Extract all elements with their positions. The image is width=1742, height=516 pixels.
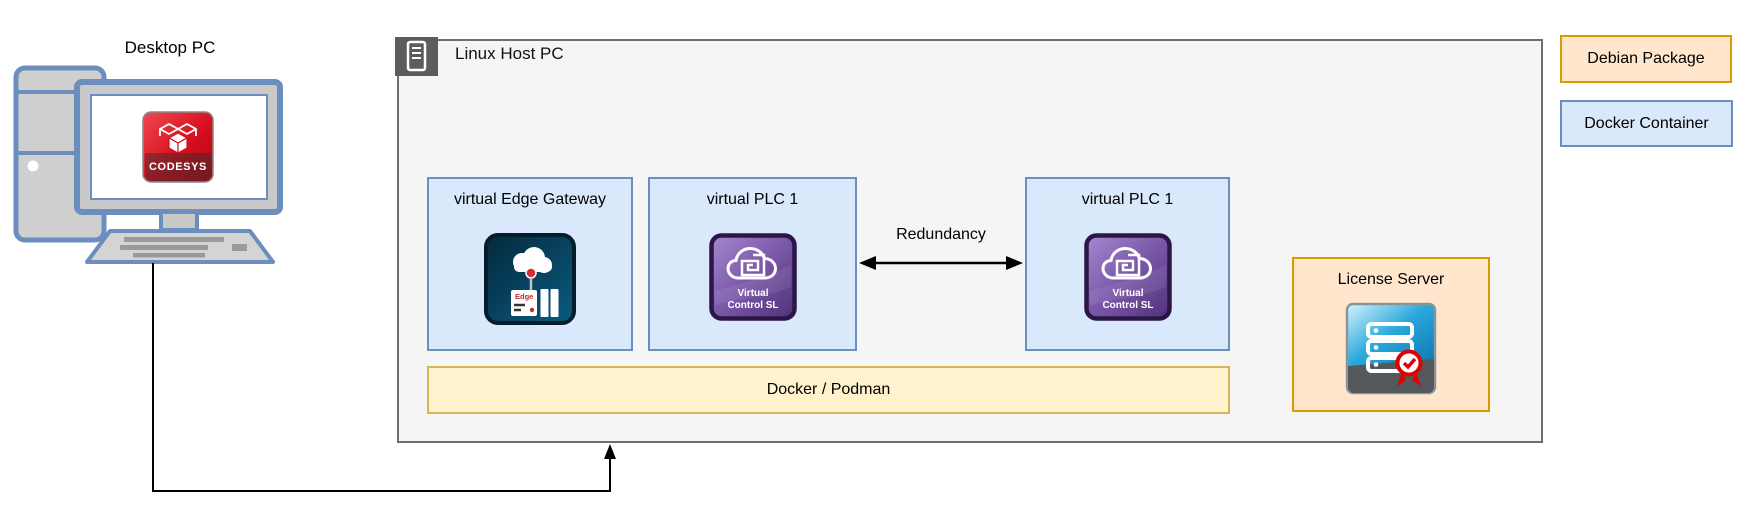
edge-gateway-icon: Edge <box>429 233 631 325</box>
virtual-edge-gateway-box: virtual Edge Gateway Edge <box>427 177 633 351</box>
virtual-plc1-right-box: virtual PLC 1 Virtual Control SL <box>1025 177 1230 351</box>
license-server-label: License Server <box>1337 271 1445 288</box>
plc-icon-line1: Virtual <box>1112 288 1143 299</box>
virtual-plc1-left-box: virtual PLC 1 Virtual Control SL <box>648 177 857 351</box>
virtual-plc1-left-label: virtual PLC 1 <box>706 191 799 208</box>
legend-debian-package: Debian Package <box>1560 35 1732 83</box>
codesys-icon-label: CODESYS <box>149 161 207 173</box>
plc-icon-line1: Virtual <box>737 288 768 299</box>
virtual-edge-gateway-label: virtual Edge Gateway <box>453 191 607 208</box>
legend-debian-package-label: Debian Package <box>1587 50 1705 68</box>
linux-host-title: Linux Host PC <box>455 44 564 63</box>
plc-icon-line2: Control SL <box>1102 300 1153 311</box>
codesys-icon: CODESYS <box>142 111 214 188</box>
legend-docker-container-label: Docker Container <box>1584 114 1709 132</box>
redundancy-label: Redundancy <box>896 226 986 243</box>
legend-docker-container: Docker Container <box>1560 100 1733 147</box>
desktop-pc-title: Desktop PC <box>124 38 216 57</box>
virtual-plc1-right-label: virtual PLC 1 <box>1081 191 1174 208</box>
docker-podman-label: Docker / Podman <box>766 381 891 399</box>
virtual-control-sl-icon: Virtual Control SL <box>1027 233 1228 321</box>
license-server-icon <box>1294 302 1488 395</box>
virtual-control-sl-icon: Virtual Control SL <box>650 233 855 321</box>
server-tower-icon <box>395 37 438 81</box>
license-server-box: License Server <box>1292 257 1490 412</box>
docker-podman-bar: Docker / Podman <box>427 366 1230 414</box>
edge-icon-label: Edge <box>515 292 533 301</box>
plc-icon-line2: Control SL <box>727 300 778 311</box>
